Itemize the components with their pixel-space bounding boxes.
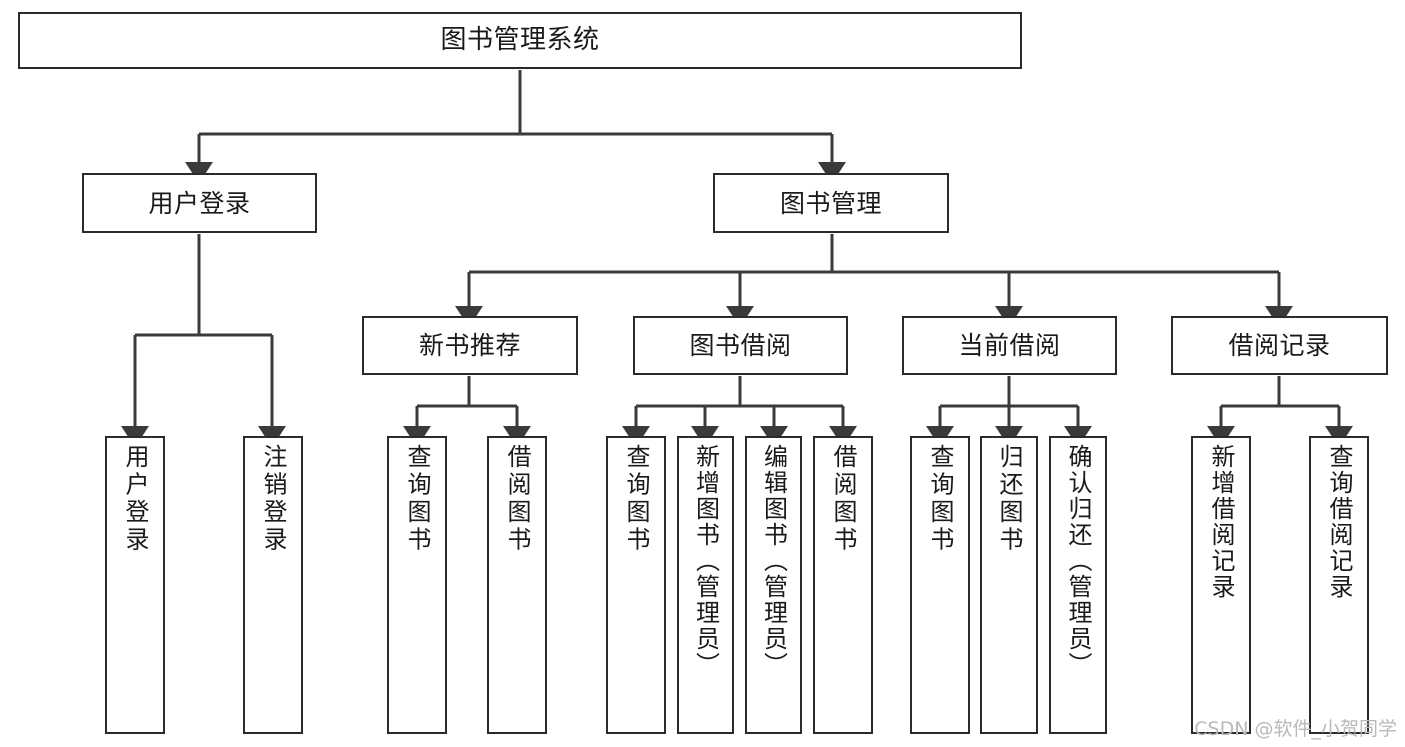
leaf-logout-login[interactable]: 注销登录 — [243, 436, 303, 734]
leaf-return-book[interactable]: 归还图书 — [980, 436, 1038, 734]
leaf-label-query-book-1: 查询图书 — [403, 444, 431, 554]
leaf-label-confirm-return: 确认归还（管理员） — [1064, 444, 1092, 678]
leaf-add-book[interactable]: 新增图书（管理员） — [677, 436, 734, 734]
node-root-book-management-system[interactable]: 图书管理系统 — [18, 12, 1022, 69]
node-label-new-book-recommend: 新书推荐 — [418, 331, 521, 360]
leaf-query-record[interactable]: 查询借阅记录 — [1309, 436, 1369, 734]
leaf-borrow-book-2[interactable]: 借阅图书 — [813, 436, 873, 734]
node-label-book-borrow: 图书借阅 — [689, 331, 792, 360]
watermark-csdn: CSDN @软件_小贺同学 — [1194, 718, 1397, 740]
leaf-label-user-login: 用户登录 — [121, 444, 149, 554]
leaf-add-record[interactable]: 新增借阅记录 — [1191, 436, 1251, 734]
node-user-login[interactable]: 用户登录 — [82, 173, 317, 233]
leaf-label-return-book: 归还图书 — [995, 444, 1023, 554]
node-borrow-record[interactable]: 借阅记录 — [1171, 316, 1388, 375]
leaf-label-add-book: 新增图书（管理员） — [691, 444, 720, 678]
leaf-query-book-2[interactable]: 查询图书 — [606, 436, 666, 734]
leaf-label-borrow-book-2: 借阅图书 — [829, 444, 857, 554]
leaf-label-query-record: 查询借阅记录 — [1325, 444, 1353, 600]
leaf-confirm-return[interactable]: 确认归还（管理员） — [1049, 436, 1107, 734]
node-new-book-recommend[interactable]: 新书推荐 — [362, 316, 578, 375]
leaf-label-query-book-3: 查询图书 — [926, 444, 954, 554]
leaf-edit-book[interactable]: 编辑图书（管理员） — [745, 436, 802, 734]
leaf-borrow-book-1[interactable]: 借阅图书 — [487, 436, 547, 734]
leaf-label-add-record: 新增借阅记录 — [1207, 444, 1235, 600]
leaf-label-query-book-2: 查询图书 — [622, 444, 650, 554]
node-label-current-borrow: 当前借阅 — [958, 331, 1061, 360]
node-label-book-management: 图书管理 — [779, 188, 882, 218]
leaf-user-login[interactable]: 用户登录 — [105, 436, 165, 734]
node-label-root: 图书管理系统 — [440, 25, 600, 56]
leaf-label-edit-book: 编辑图书（管理员） — [759, 444, 788, 678]
leaf-query-book-1[interactable]: 查询图书 — [387, 436, 447, 734]
leaf-label-logout-login: 注销登录 — [259, 444, 287, 554]
leaf-query-book-3[interactable]: 查询图书 — [910, 436, 970, 734]
node-label-user-login: 用户登录 — [148, 188, 251, 218]
node-book-borrow[interactable]: 图书借阅 — [633, 316, 848, 375]
node-book-management[interactable]: 图书管理 — [713, 173, 949, 233]
leaf-label-borrow-book-1: 借阅图书 — [503, 444, 531, 554]
node-current-borrow[interactable]: 当前借阅 — [902, 316, 1117, 375]
node-label-borrow-record: 借阅记录 — [1228, 331, 1331, 360]
